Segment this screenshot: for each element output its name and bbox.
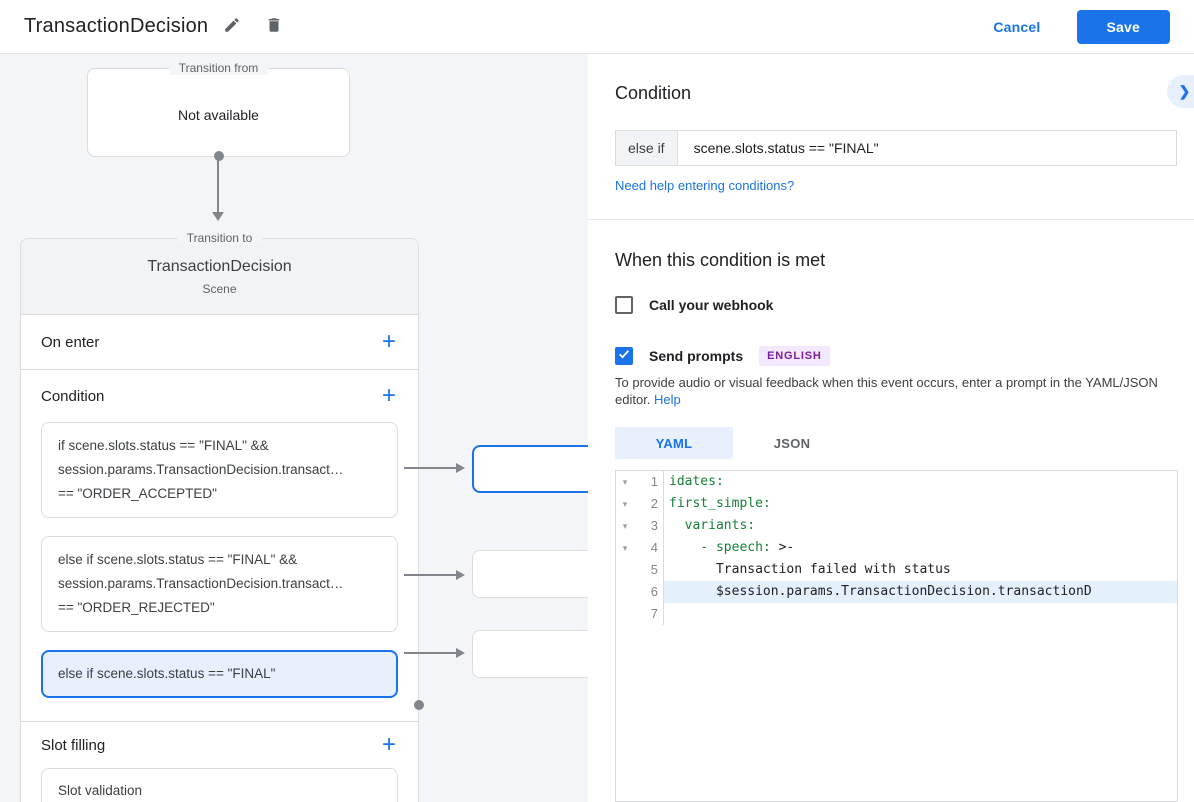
fold-arrow-icon[interactable]: ▾ bbox=[622, 477, 628, 487]
transition-target-node-3[interactable] bbox=[472, 630, 588, 678]
connector-line bbox=[404, 574, 456, 576]
arrowhead-right-icon bbox=[456, 463, 465, 473]
code-line-highlighted: 6 $session.params.TransactionDecision.tr… bbox=[616, 581, 1177, 603]
trash-icon bbox=[265, 16, 283, 37]
code-line: ▾2 first_simple: bbox=[616, 493, 1177, 515]
transition-from-legend: Transition from bbox=[168, 61, 269, 75]
slot-filling-header: Slot filling + bbox=[21, 722, 418, 768]
condition-card-order-rejected[interactable]: else if scene.slots.status == "FINAL" &&… bbox=[41, 536, 398, 632]
flow-canvas: Transition from Not available Transition… bbox=[0, 54, 588, 802]
scene-node-title: TransactionDecision bbox=[147, 257, 292, 275]
top-bar: TransactionDecision Cancel Save bbox=[0, 0, 1194, 54]
condition-section-header: Condition + bbox=[21, 370, 418, 422]
edit-scene-button[interactable] bbox=[214, 9, 250, 45]
transition-to-legend: Transition to bbox=[176, 231, 263, 245]
add-condition-icon[interactable]: + bbox=[381, 382, 396, 409]
connector-line bbox=[404, 467, 456, 469]
condition-section: Condition + if scene.slots.status == "FI… bbox=[21, 370, 424, 722]
fold-arrow-icon[interactable]: ▾ bbox=[622, 499, 628, 509]
condition-card-order-accepted[interactable]: if scene.slots.status == "FINAL" && sess… bbox=[41, 422, 398, 518]
transition-target-node-2[interactable] bbox=[472, 550, 588, 598]
checkmark-icon bbox=[617, 347, 631, 366]
add-on-enter-icon[interactable]: + bbox=[381, 328, 396, 355]
condition-section-padding bbox=[21, 698, 418, 721]
slot-filling-label: Slot filling bbox=[41, 736, 106, 754]
call-webhook-label: Call your webhook bbox=[649, 297, 774, 313]
arrowhead-down-icon bbox=[212, 212, 224, 221]
condition-section-label: Condition bbox=[41, 387, 105, 405]
line-number: 4 bbox=[650, 540, 658, 555]
call-webhook-checkbox[interactable] bbox=[615, 296, 633, 314]
on-enter-row[interactable]: On enter + bbox=[21, 315, 418, 370]
pencil-icon bbox=[223, 16, 241, 37]
on-enter-label: On enter bbox=[41, 333, 100, 351]
code-line: ▾4 - speech: >- bbox=[616, 537, 1177, 559]
connector-dot bbox=[414, 700, 424, 710]
panel-divider bbox=[588, 219, 1194, 220]
prompt-description-text: To provide audio or visual feedback when… bbox=[615, 375, 1158, 407]
fold-arrow-icon[interactable]: ▾ bbox=[622, 521, 628, 531]
condition-expression-field: else if scene.slots.status == "FINAL" bbox=[615, 130, 1177, 166]
cancel-button[interactable]: Cancel bbox=[977, 11, 1056, 43]
save-button[interactable]: Save bbox=[1076, 9, 1170, 44]
condition-expression-input[interactable]: scene.slots.status == "FINAL" bbox=[693, 140, 879, 156]
line-number: 5 bbox=[650, 562, 658, 577]
transition-from-content: Not available bbox=[178, 107, 259, 123]
scene-node-header[interactable]: TransactionDecision Scene bbox=[21, 239, 418, 315]
connector-line bbox=[404, 652, 456, 654]
editor-tabs: YAML JSON bbox=[615, 427, 851, 459]
tab-yaml[interactable]: YAML bbox=[615, 427, 733, 459]
condition-detail-panel: Condition ❯ else if scene.slots.status =… bbox=[588, 54, 1194, 802]
line-number: 1 bbox=[650, 474, 658, 489]
panel-title: Condition bbox=[615, 83, 692, 103]
line-number: 3 bbox=[650, 518, 658, 533]
code-line: ▾1 idates: bbox=[616, 471, 1177, 493]
arrowhead-right-icon bbox=[456, 648, 465, 658]
collapse-panel-button[interactable]: ❯ bbox=[1167, 75, 1194, 108]
condition-met-title: When this condition is met bbox=[615, 250, 826, 270]
condition-prefix-label: else if bbox=[616, 131, 678, 165]
tab-json[interactable]: JSON bbox=[773, 435, 811, 451]
arrowhead-right-icon bbox=[456, 570, 465, 580]
slot-validation-card[interactable]: Slot validation bbox=[41, 768, 398, 802]
webhook-row: Call your webhook bbox=[615, 296, 773, 314]
code-line: 7 bbox=[616, 603, 1177, 625]
delete-scene-button[interactable] bbox=[256, 9, 292, 45]
scene-node-subtitle: Scene bbox=[202, 281, 237, 296]
line-number: 7 bbox=[650, 606, 658, 621]
transition-target-node-1[interactable] bbox=[472, 445, 588, 493]
scene-node: Transition to TransactionDecision Scene … bbox=[20, 231, 424, 802]
transition-from-node[interactable]: Transition from Not available bbox=[87, 61, 350, 161]
fold-arrow-icon[interactable]: ▾ bbox=[622, 543, 628, 553]
language-badge: ENGLISH bbox=[759, 346, 830, 366]
connector-dot bbox=[214, 151, 224, 161]
add-slot-icon[interactable]: + bbox=[381, 731, 396, 758]
chevron-right-icon: ❯ bbox=[1178, 83, 1191, 99]
send-prompts-checkbox[interactable] bbox=[615, 347, 633, 365]
page-title: TransactionDecision bbox=[24, 15, 209, 37]
line-number: 6 bbox=[650, 584, 658, 599]
code-line: 5 Transaction failed with status bbox=[616, 559, 1177, 581]
line-number: 2 bbox=[650, 496, 658, 511]
prompt-description: To provide audio or visual feedback when… bbox=[615, 374, 1180, 408]
yaml-code-editor[interactable]: ▾1 idates: ▾2 first_simple: ▾3 variants:… bbox=[615, 470, 1178, 802]
help-link[interactable]: Help bbox=[654, 392, 681, 407]
code-line: ▾3 variants: bbox=[616, 515, 1177, 537]
connector-line-vertical bbox=[217, 160, 219, 212]
condition-help-link[interactable]: Need help entering conditions? bbox=[615, 178, 795, 193]
condition-card-final-selected[interactable]: else if scene.slots.status == "FINAL" bbox=[41, 650, 398, 698]
send-prompts-row: Send prompts ENGLISH bbox=[615, 346, 830, 366]
send-prompts-label: Send prompts bbox=[649, 348, 744, 364]
